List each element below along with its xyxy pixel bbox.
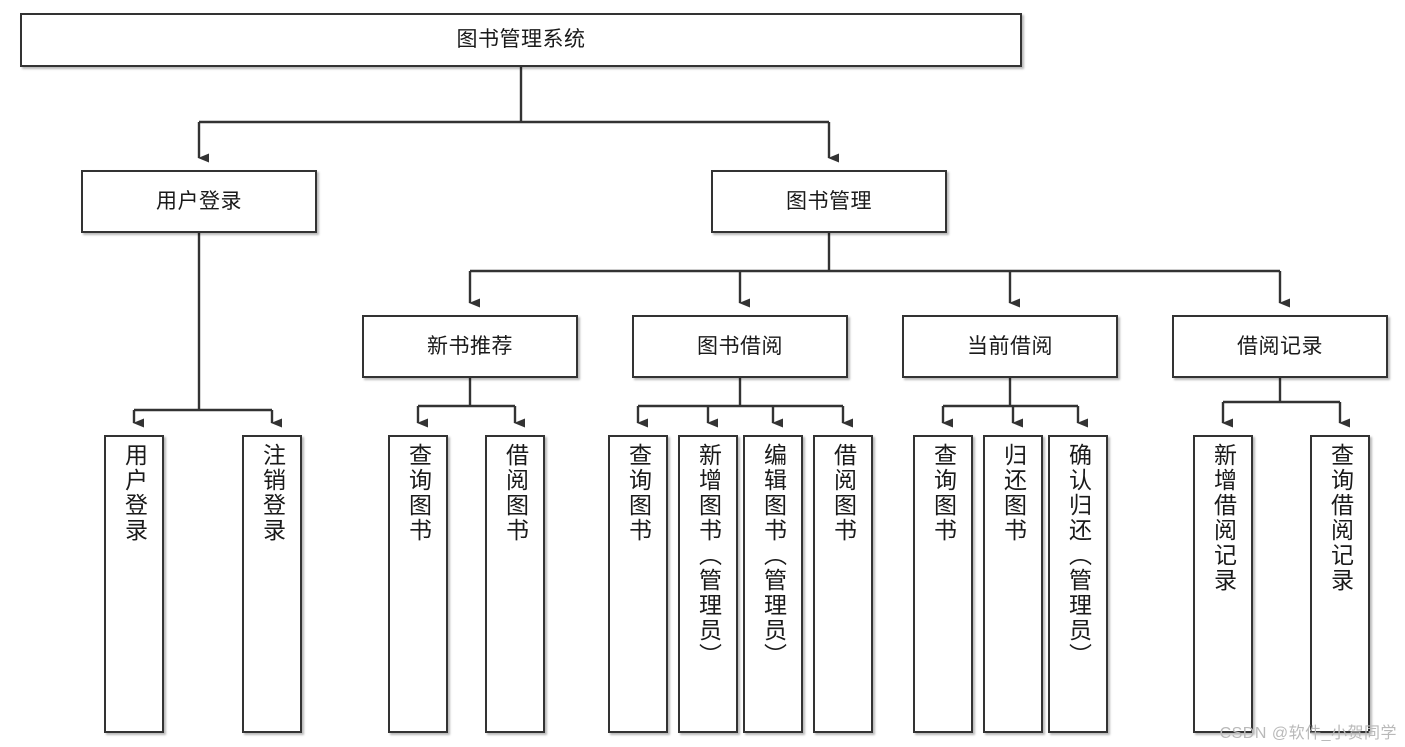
leaf-current-return-book[interactable]: 归还图书 [983,435,1043,733]
node-user-login[interactable]: 用户登录 [81,170,317,233]
node-new-book-recommend-label: 新书推荐 [427,334,513,358]
node-root[interactable]: 图书管理系统 [20,13,1022,67]
leaf-new-book-query[interactable]: 查询图书 [388,435,448,733]
leaf-borrow-borrow-book[interactable]: 借阅图书 [813,435,873,733]
node-borrow-records-label: 借阅记录 [1237,334,1323,358]
leaf-label: 借阅图书 [502,443,529,543]
leaf-label: 查询借阅记录 [1327,443,1354,593]
node-book-borrow-label: 图书借阅 [697,334,783,358]
leaf-current-confirm-return-admin[interactable]: 确认归还（管理员） [1048,435,1108,733]
node-root-label: 图书管理系统 [456,28,586,52]
node-borrow-records[interactable]: 借阅记录 [1172,315,1388,378]
leaf-label: 编辑图书（管理员） [760,443,787,668]
node-current-borrow-label: 当前借阅 [967,334,1053,358]
node-book-management-label: 图书管理 [786,189,872,213]
leaf-label: 查询图书 [625,443,652,543]
leaf-records-add-record[interactable]: 新增借阅记录 [1193,435,1253,733]
leaf-label: 确认归还（管理员） [1065,443,1092,668]
leaf-label: 注销登录 [259,443,286,543]
leaf-label: 新增借阅记录 [1210,443,1237,593]
leaf-borrow-add-book-admin[interactable]: 新增图书（管理员） [678,435,738,733]
node-new-book-recommend[interactable]: 新书推荐 [362,315,578,378]
csdn-watermark: CSDN @软件_小贺同学 [1219,725,1397,742]
leaf-label: 借阅图书 [830,443,857,543]
leaf-label: 新增图书（管理员） [695,443,722,668]
leaf-user-login-login[interactable]: 用户登录 [104,435,164,733]
leaf-new-book-borrow[interactable]: 借阅图书 [485,435,545,733]
node-book-management[interactable]: 图书管理 [711,170,947,233]
leaf-label: 查询图书 [930,443,957,543]
node-user-login-label: 用户登录 [156,189,242,213]
node-current-borrow[interactable]: 当前借阅 [902,315,1118,378]
leaf-label: 用户登录 [121,443,148,543]
leaf-user-login-logout[interactable]: 注销登录 [242,435,302,733]
leaf-records-query-record[interactable]: 查询借阅记录 [1310,435,1370,733]
leaf-borrow-query-book[interactable]: 查询图书 [608,435,668,733]
leaf-current-query-book[interactable]: 查询图书 [913,435,973,733]
leaf-label: 查询图书 [405,443,432,543]
leaf-label: 归还图书 [1000,443,1027,543]
node-book-borrow[interactable]: 图书借阅 [632,315,848,378]
leaf-borrow-edit-book-admin[interactable]: 编辑图书（管理员） [743,435,803,733]
